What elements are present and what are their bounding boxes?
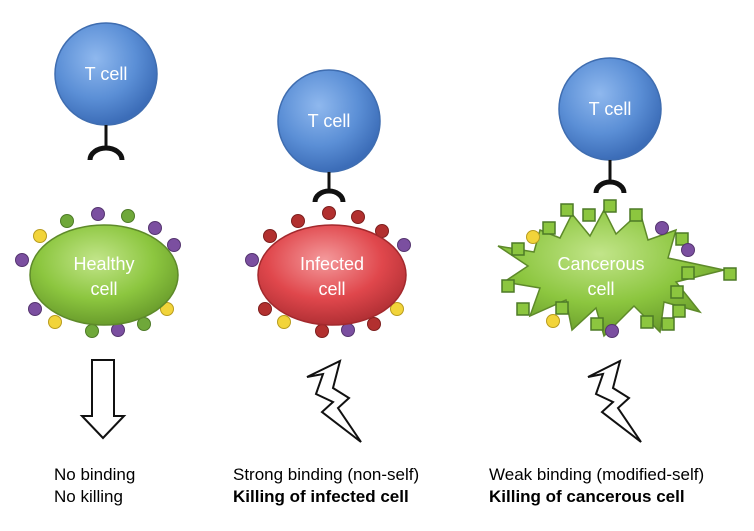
healthy-cell-label-line2: cell — [90, 279, 117, 299]
cancerous-cell-label-line1: Cancerous — [557, 254, 644, 274]
lightning-bolt-icon — [306, 359, 362, 443]
cancerous-cell-label-line2: cell — [587, 279, 614, 299]
tcr-receptor-icon — [312, 188, 346, 203]
caption-cancerous-line2: Killing of cancerous cell — [489, 487, 685, 506]
tcell-label: T cell — [85, 64, 128, 84]
panel-infected: T cell Infected cell — [245, 69, 411, 443]
infected-cell-body — [257, 224, 407, 326]
caption-cancerous: Weak binding (modified-self) Killing of … — [489, 464, 704, 508]
caption-cancerous-line1: Weak binding (modified-self) — [489, 465, 705, 484]
caption-healthy-line2: No killing — [54, 487, 123, 506]
panel-healthy: T cell Healthy cell — [15, 22, 181, 440]
panel-cancerous: T cell — [497, 57, 737, 443]
antigen-dots — [245, 206, 411, 338]
antigen-dots — [526, 221, 695, 338]
caption-healthy-line1: No binding — [54, 465, 136, 484]
tcell-label: T cell — [308, 111, 351, 131]
caption-infected-line1: Strong binding (non-self) — [233, 465, 420, 484]
antigen-dots — [15, 207, 181, 338]
caption-healthy: No binding No killing — [54, 464, 135, 508]
caption-infected-line2: Killing of infected cell — [233, 487, 409, 506]
healthy-cell-label-line1: Healthy — [73, 254, 134, 274]
tcr-receptor-icon — [87, 145, 125, 161]
tcell-label: T cell — [589, 99, 632, 119]
infected-cell-label-line2: cell — [318, 279, 345, 299]
lightning-bolt-icon — [587, 359, 642, 443]
tcr-receptor-icon — [593, 179, 627, 194]
cancerous-cell-body — [497, 208, 725, 338]
infected-cell-label-line1: Infected — [300, 254, 364, 274]
antigen-squares — [501, 199, 737, 331]
arrow-down-icon — [79, 359, 127, 440]
caption-infected: Strong binding (non-self) Killing of inf… — [233, 464, 419, 508]
healthy-cell-body — [29, 224, 179, 326]
